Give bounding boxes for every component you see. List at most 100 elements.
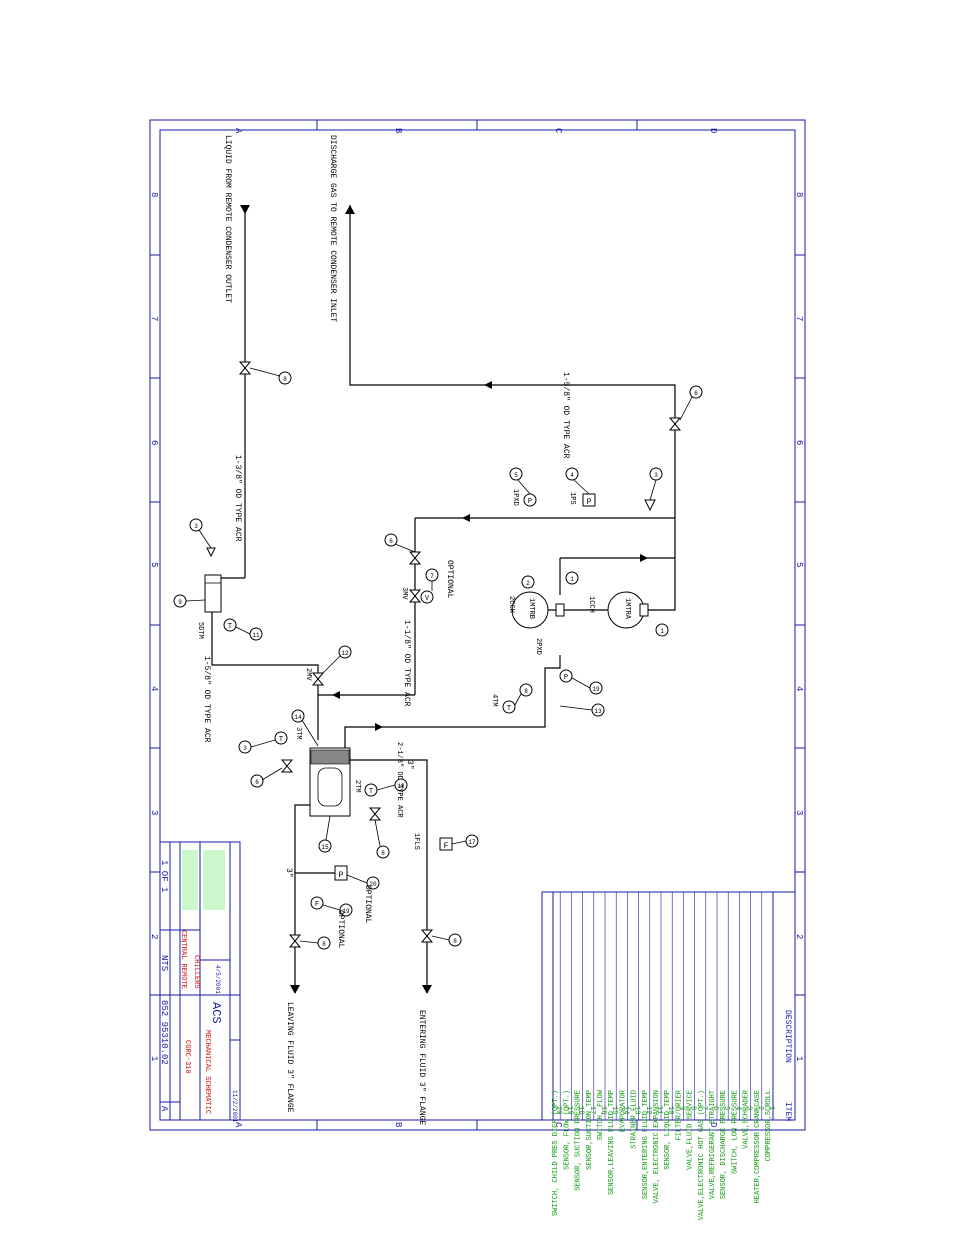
table-item-number: 20	[554, 1106, 562, 1114]
schrader-valve-1	[644, 499, 656, 512]
svg-text:P: P	[528, 498, 532, 506]
svg-text:5: 5	[514, 472, 518, 479]
valve-entering	[420, 929, 434, 943]
svg-text:8: 8	[453, 938, 457, 945]
svg-text:1MTRB: 1MTRB	[527, 598, 535, 619]
discharge-flow-arrow	[484, 381, 492, 389]
table-item-number: 10	[666, 1106, 674, 1114]
drawing-category: CHILLERS	[192, 955, 200, 989]
table-item-description: SWITCH, LOW PRESSURE	[731, 1090, 739, 1174]
zone-row-b-bottom: B	[393, 1122, 403, 1128]
valve-hotgas-2	[408, 589, 422, 603]
table-item-description: SENSOR,ENTERING FLUID TEMP	[642, 1090, 650, 1199]
table-item-number: 15	[610, 1106, 618, 1114]
entering-fluid-arrow	[422, 985, 432, 994]
optional-label-flow: OPTIONAL	[336, 910, 345, 949]
zone-col-6-right: 6	[794, 440, 804, 445]
table-item-number: 17	[588, 1106, 596, 1114]
svg-text:19: 19	[342, 908, 350, 915]
table-item-number: 13	[633, 1106, 641, 1114]
svg-text:F: F	[315, 901, 319, 909]
item-table-rows: ITEMDESCRIPTION1COMPRESSOR,SCROLL2HEATER…	[552, 892, 792, 1220]
zone-row-a-bottom: A	[233, 1122, 243, 1128]
drawing-sheet: 1 OF 1	[159, 860, 169, 892]
svg-text:2: 2	[526, 580, 530, 587]
temp-sensor-1: T	[223, 618, 237, 632]
flow-sensor-circle: F	[310, 896, 324, 910]
entering-fluid-label: ENTERING FLUID 3" FLANGE	[417, 1010, 426, 1125]
drawing-date-1: 4/5/2001	[214, 965, 221, 994]
table-item-number: 4	[733, 1106, 741, 1110]
svg-text:6: 6	[255, 779, 259, 786]
table-item-description: SENSOR, FLOW (OPT.)	[563, 1090, 571, 1170]
svg-text:8: 8	[524, 688, 528, 695]
table-item-description: SWITCH, FLOW	[597, 1089, 605, 1140]
svg-text:T: T	[279, 736, 283, 744]
outer-border	[149, 119, 806, 1131]
svg-text:4: 4	[570, 472, 574, 479]
table-item-number: 18	[577, 1106, 585, 1114]
drawing-model: CGRC-310	[183, 1040, 191, 1074]
dp-switch-box: P	[334, 865, 348, 881]
table-item-description: VALVE, ELECTRONIC EXPANSION	[653, 1090, 661, 1203]
svg-text:13: 13	[594, 708, 602, 715]
table-item-number: 3	[745, 1106, 753, 1110]
liquid-from-label: LIQUID FROM REMOTE CONDENSER OUTLET	[223, 135, 232, 303]
table-item-number: 19	[565, 1106, 573, 1114]
table-item-description: STRAINER FLUID	[631, 1090, 639, 1149]
item-table	[541, 891, 796, 1121]
filter-drier	[204, 574, 222, 613]
svg-text:P: P	[339, 871, 344, 880]
table-item-description: VALVE,SCHRADER	[743, 1089, 751, 1149]
valve-service-liquid	[238, 361, 252, 375]
table-item-number: 2	[756, 1106, 764, 1110]
svg-text:19: 19	[592, 686, 600, 693]
compressor-a: 1MTRA	[607, 591, 645, 629]
svg-text:3: 3	[243, 745, 247, 752]
comp-b-port	[555, 603, 565, 617]
tm4-label: 4TM	[490, 694, 498, 707]
leaving-fluid-arrow	[290, 985, 300, 994]
optional-label-hotgas: OPTIONAL	[445, 560, 454, 599]
svg-text:1: 1	[570, 576, 574, 583]
leaving-fluid-label: LEAVING FLUID 3" FLANGE	[285, 1002, 294, 1113]
table-item-number: 8	[689, 1106, 697, 1110]
table-item-description: HEATER,COMPRESSOR CRANKCASE	[754, 1090, 762, 1203]
table-header-item: ITEM	[783, 1102, 792, 1121]
optional-label-dp: OPTIONAL	[363, 885, 372, 924]
svg-text:T: T	[507, 705, 511, 713]
pressure-sensor-2: P	[559, 669, 573, 683]
sol-label: 5DTM	[196, 622, 204, 639]
balloon-leaders	[185, 367, 693, 944]
svg-text:9: 9	[178, 599, 182, 606]
zone-col-7-right: 7	[794, 316, 804, 321]
table-item-number: 6	[711, 1106, 719, 1110]
zone-col-4-right: 4	[794, 686, 804, 691]
schrader-valve-2	[206, 547, 216, 558]
table-item-description: SENSOR, DISCHARGE PRESSURE	[720, 1090, 728, 1199]
table-item-number: 14	[621, 1106, 629, 1114]
table-item-number: 7	[700, 1106, 708, 1110]
evaporator	[309, 747, 351, 817]
svg-text:3: 3	[194, 523, 198, 530]
table-item-description: SENSOR, LIQUID TEMP	[664, 1090, 672, 1170]
svg-text:8: 8	[322, 941, 326, 948]
title-block	[159, 841, 241, 1121]
svg-text:P: P	[564, 674, 568, 682]
temp-sensor-2: T	[274, 731, 288, 745]
zone-row-c-bottom: C	[553, 1122, 563, 1128]
zone-ticks	[150, 120, 805, 1130]
tm2-label: 2TM	[353, 780, 361, 793]
drawing-title: MECHANICAL SCHEMATIC	[203, 1030, 211, 1114]
zone-col-6-left: 6	[149, 440, 159, 445]
zone-row-d-top: D	[708, 128, 718, 133]
table-item-description: COMPRESSOR,SCROLL	[765, 1090, 773, 1161]
discharge-line	[349, 205, 676, 611]
zone-col-2-right: 2	[794, 934, 804, 939]
lps-label: 1PS	[568, 492, 576, 505]
liquid-line-filter	[211, 612, 319, 740]
svg-text:F: F	[444, 842, 449, 851]
zone-col-8-left: 8	[149, 192, 159, 197]
company-logo: ACS	[209, 1002, 223, 1024]
svg-text:14: 14	[294, 714, 302, 721]
